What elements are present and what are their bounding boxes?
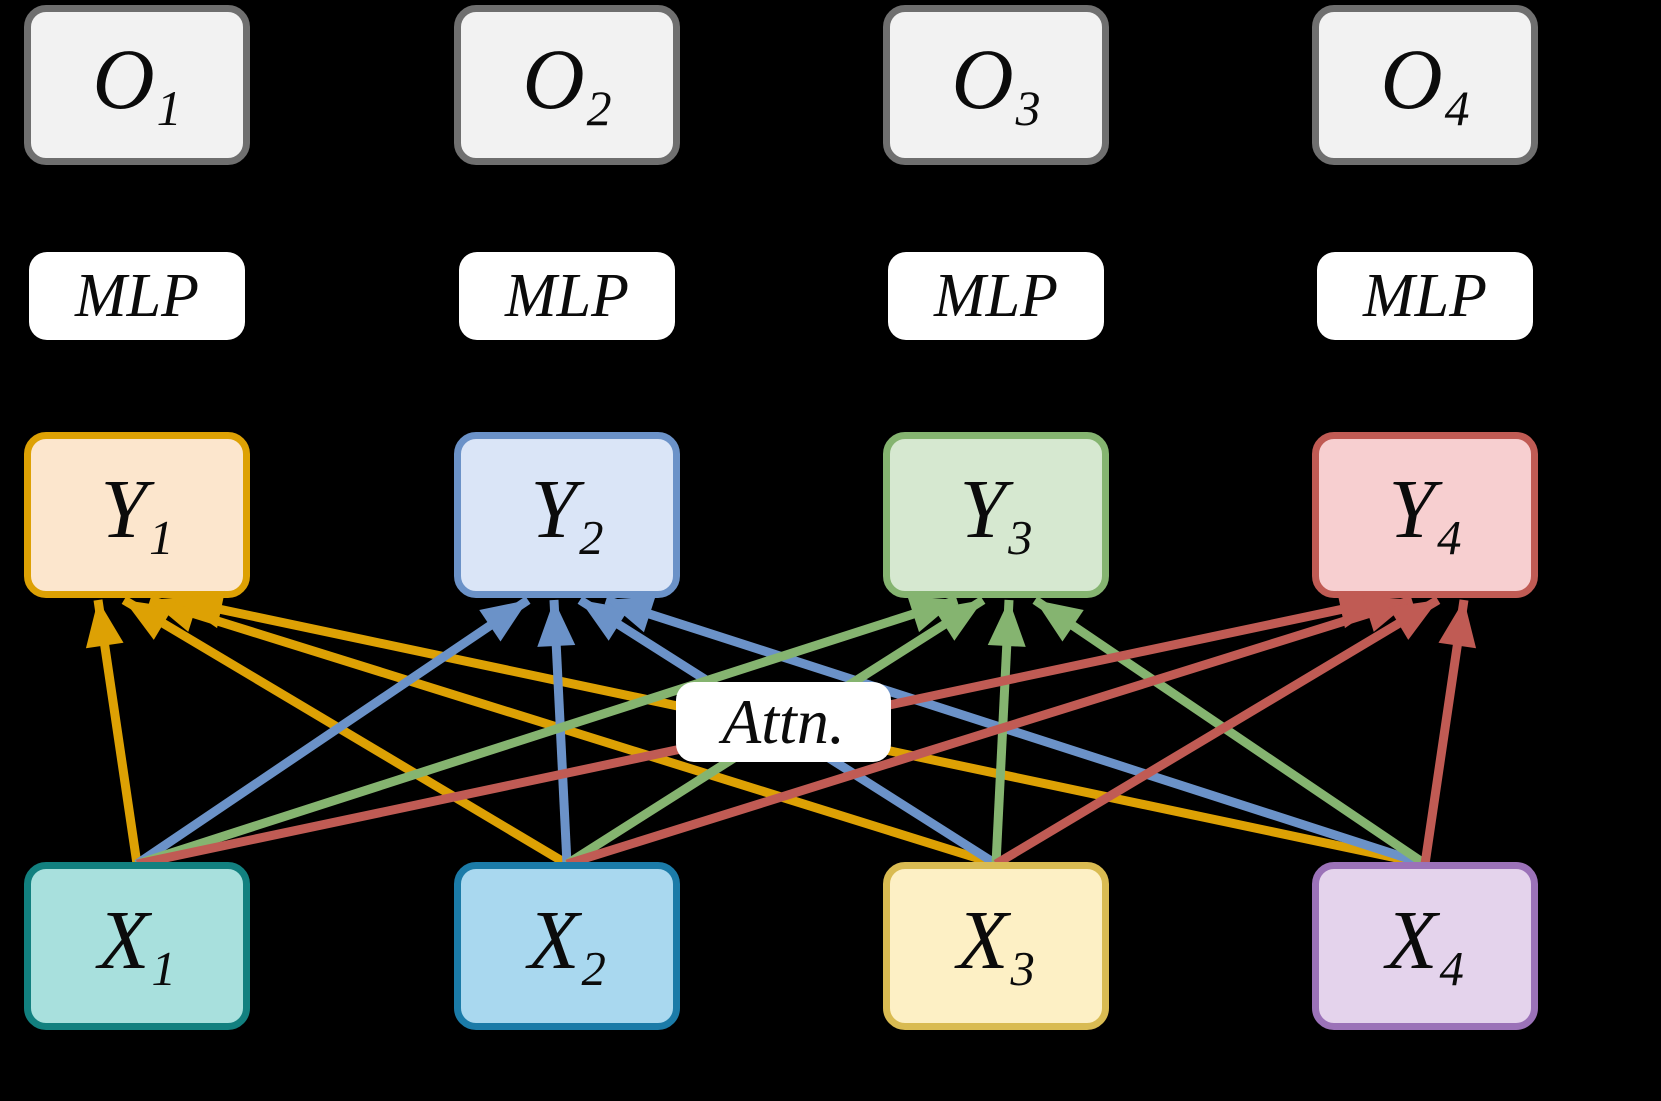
- edge-arrowhead: [537, 600, 576, 647]
- node-label: X4: [1386, 893, 1464, 996]
- edge-arrowhead: [580, 600, 630, 641]
- node-input-4[interactable]: X4: [1312, 862, 1538, 1030]
- node-label: Y1: [100, 462, 174, 565]
- node-mlp-1[interactable]: MLP: [29, 252, 245, 340]
- node-label: O4: [1380, 30, 1470, 137]
- edge-arrowhead: [85, 600, 124, 649]
- node-output-3[interactable]: O3: [883, 5, 1109, 165]
- node-label: X1: [98, 893, 176, 996]
- edge-arrowhead: [479, 600, 528, 642]
- edge-line: [93, 599, 142, 865]
- node-input-3[interactable]: X3: [883, 862, 1109, 1030]
- node-output-4[interactable]: O4: [1312, 5, 1538, 165]
- node-label: MLP: [505, 262, 629, 330]
- edge-arrowhead: [606, 596, 656, 633]
- edge-line: [121, 596, 570, 868]
- edge-line: [1032, 596, 1428, 868]
- node-label: MLP: [934, 262, 1058, 330]
- edge-line: [991, 599, 1014, 865]
- node-label: Y2: [530, 462, 604, 565]
- edge-arrowhead: [1035, 600, 1084, 642]
- node-attn-output-4[interactable]: Y4: [1312, 432, 1538, 598]
- node-label: X2: [528, 893, 606, 996]
- edge-line: [993, 596, 1441, 868]
- edge-arrowhead: [150, 595, 200, 632]
- node-label: O1: [92, 30, 182, 137]
- edge-arrowhead: [907, 596, 957, 633]
- node-label: MLP: [75, 262, 199, 330]
- node-output-2[interactable]: O2: [454, 5, 680, 165]
- node-label: MLP: [1363, 262, 1487, 330]
- edge-arrowhead: [1388, 600, 1438, 640]
- node-attn-output-2[interactable]: Y2: [454, 432, 680, 598]
- edge-arrowhead: [987, 600, 1026, 647]
- node-label: Attn.: [722, 686, 845, 757]
- edge-arrowhead: [1362, 595, 1412, 632]
- node-label: O3: [951, 30, 1041, 137]
- node-mlp-3[interactable]: MLP: [888, 252, 1104, 340]
- node-label: Y4: [1388, 462, 1462, 565]
- node-mlp-4[interactable]: MLP: [1317, 252, 1533, 340]
- node-label: X3: [957, 893, 1035, 996]
- node-label: O2: [522, 30, 612, 137]
- node-label: Y3: [959, 462, 1033, 565]
- edge-line: [549, 599, 572, 865]
- node-attn-output-3[interactable]: Y3: [883, 432, 1109, 598]
- edge-line: [1420, 599, 1469, 865]
- edge-arrowhead: [933, 600, 983, 641]
- node-attention[interactable]: Attn.: [676, 682, 891, 762]
- node-attn-output-1[interactable]: Y1: [24, 432, 250, 598]
- node-mlp-2[interactable]: MLP: [459, 252, 675, 340]
- node-input-1[interactable]: X1: [24, 862, 250, 1030]
- edge-arrowhead: [1438, 600, 1477, 649]
- node-input-2[interactable]: X2: [454, 862, 680, 1030]
- node-output-1[interactable]: O1: [24, 5, 250, 165]
- edge-arrowhead: [124, 600, 174, 640]
- edge-line: [134, 596, 531, 868]
